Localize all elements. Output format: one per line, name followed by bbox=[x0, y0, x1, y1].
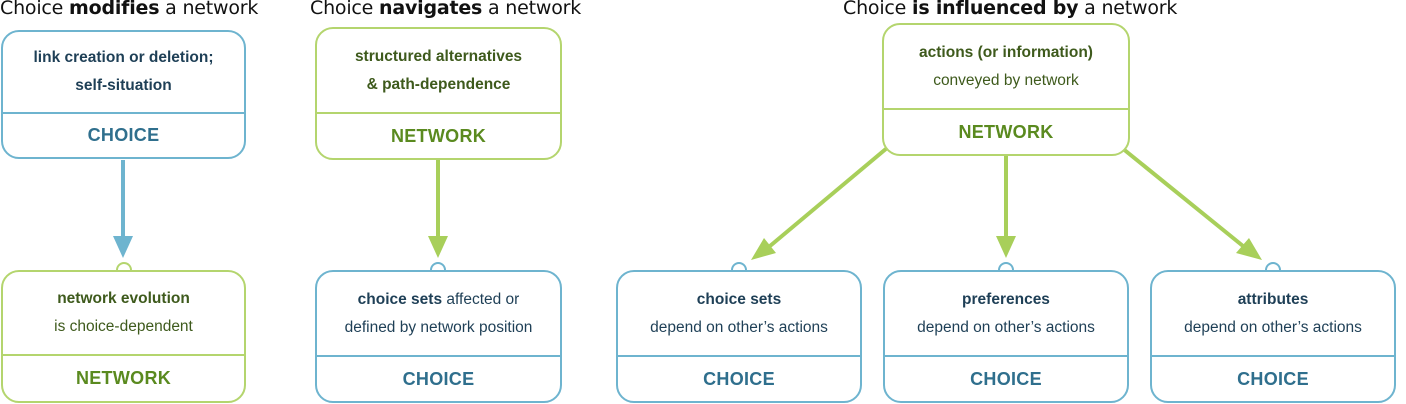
network-box: structured alternatives & path-dependenc… bbox=[315, 27, 562, 160]
choice-box: attributes depend on other’s actions CHO… bbox=[1150, 270, 1396, 403]
heading-choice-modifies: Choice modifies a network bbox=[0, 0, 258, 19]
heading-text: a network bbox=[159, 0, 259, 19]
box-description: choice sets depend on other’s actions bbox=[618, 272, 860, 355]
description-line: depend on other’s actions bbox=[917, 318, 1095, 336]
heading-text: Choice bbox=[843, 0, 912, 19]
description-line: is choice-dependent bbox=[54, 318, 193, 335]
arrow-network-to-attributes bbox=[1120, 146, 1245, 248]
heading-text: a network bbox=[482, 0, 582, 19]
description-line: network evolution bbox=[57, 290, 190, 307]
description-line: preferences bbox=[962, 290, 1050, 308]
description-line: conveyed by network bbox=[933, 71, 1079, 89]
description-line: depend on other’s actions bbox=[650, 318, 828, 336]
box-description: choice sets affected or defined by netwo… bbox=[317, 272, 560, 355]
box-description: network evolution is choice-dependent bbox=[3, 272, 244, 354]
box-label: CHOICE bbox=[3, 112, 244, 157]
box-label: CHOICE bbox=[317, 355, 560, 401]
choice-box: choice sets affected or defined by netwo… bbox=[315, 270, 562, 403]
box-label: NETWORK bbox=[884, 108, 1128, 154]
description-line: & path-dependence bbox=[366, 75, 511, 93]
heading-bold-text: modifies bbox=[69, 0, 160, 19]
heading-text: Choice bbox=[0, 0, 69, 19]
box-label: NETWORK bbox=[3, 354, 244, 401]
network-box: actions (or information) conveyed by net… bbox=[882, 23, 1130, 156]
description-line: link creation or deletion; bbox=[33, 49, 214, 66]
box-label: CHOICE bbox=[1152, 355, 1394, 401]
arrowhead bbox=[428, 236, 448, 258]
description-line: self-situation bbox=[75, 77, 172, 94]
description-line: actions (or information) bbox=[919, 43, 1093, 61]
heading-text: Choice bbox=[310, 0, 379, 19]
box-description: structured alternatives & path-dependenc… bbox=[317, 29, 560, 112]
heading-choice-influenced: Choice is influenced by a network bbox=[843, 0, 1177, 19]
heading-text: a network bbox=[1078, 0, 1178, 19]
box-label: CHOICE bbox=[885, 355, 1127, 401]
choice-box: choice sets depend on other’s actions CH… bbox=[616, 270, 862, 403]
arrowhead bbox=[751, 238, 776, 260]
choice-box: link creation or deletion; self-situatio… bbox=[1, 30, 246, 159]
box-label: CHOICE bbox=[618, 355, 860, 401]
box-label: NETWORK bbox=[317, 112, 560, 158]
description-line: choice sets affected or bbox=[357, 290, 520, 308]
arrowhead bbox=[1236, 238, 1262, 260]
box-description: link creation or deletion; self-situatio… bbox=[3, 32, 244, 112]
box-description: preferences depend on other’s actions bbox=[885, 272, 1127, 355]
arrowhead bbox=[996, 236, 1016, 258]
heading-bold-text: is influenced by bbox=[912, 0, 1079, 19]
heading-bold-text: navigates bbox=[379, 0, 483, 19]
choice-box: preferences depend on other’s actions CH… bbox=[883, 270, 1129, 403]
description-line: structured alternatives bbox=[354, 47, 523, 65]
network-box: network evolution is choice-dependent NE… bbox=[1, 270, 246, 403]
heading-choice-navigates: Choice navigates a network bbox=[310, 0, 581, 19]
arrow-network-to-choice-sets bbox=[768, 146, 889, 248]
box-description: actions (or information) conveyed by net… bbox=[884, 25, 1128, 108]
box-description: attributes depend on other’s actions bbox=[1152, 272, 1394, 355]
description-line: defined by network position bbox=[344, 318, 533, 336]
arrowhead bbox=[113, 236, 133, 258]
description-line: depend on other’s actions bbox=[1184, 318, 1362, 336]
description-line: attributes bbox=[1237, 290, 1309, 308]
description-line: choice sets bbox=[696, 290, 782, 308]
